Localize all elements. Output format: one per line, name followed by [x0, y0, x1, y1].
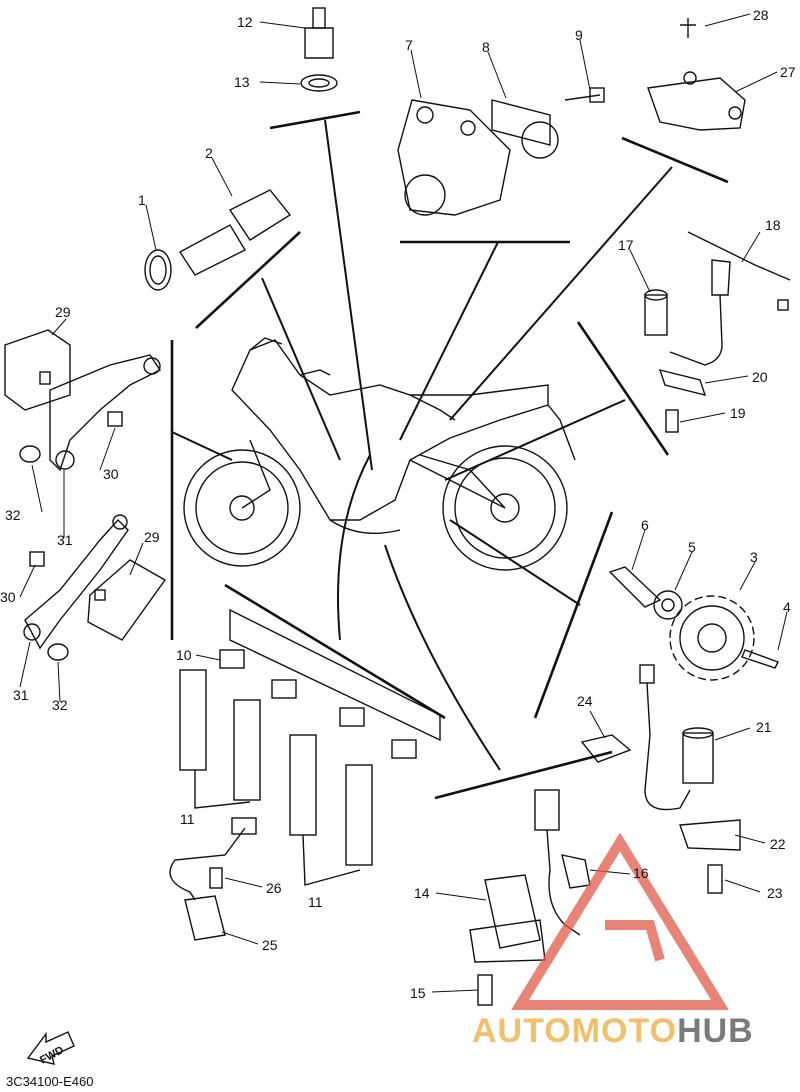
callout-11b: 11	[308, 894, 323, 910]
callout-17: 17	[618, 237, 634, 253]
callout-16: 16	[633, 865, 649, 881]
fwd-arrow-icon	[26, 1031, 75, 1065]
callout-15: 15	[410, 985, 426, 1001]
pressure-switch-part	[300, 7, 338, 92]
watermark-logo	[511, 832, 729, 1010]
sidestand-switch-part	[469, 789, 591, 1006]
neutral-switch-part	[169, 817, 257, 941]
callout-2: 2	[205, 145, 213, 161]
callout-7: 7	[405, 37, 413, 53]
ignition-coils-part	[179, 608, 441, 886]
callout-32a: 32	[5, 507, 21, 523]
callout-26: 26	[266, 880, 282, 896]
callout-10: 10	[176, 647, 192, 663]
callout-20: 20	[752, 369, 768, 385]
callout-28: 28	[753, 7, 769, 23]
callout-9: 9	[575, 27, 583, 43]
callout-4: 4	[783, 599, 791, 615]
callout-1: 1	[138, 192, 146, 208]
callout-19: 19	[730, 405, 746, 421]
callout-18: 18	[765, 217, 781, 233]
callout-11a: 11	[180, 811, 195, 827]
callout-25: 25	[262, 937, 278, 953]
callout-6: 6	[641, 517, 649, 533]
callout-27: 27	[780, 64, 796, 80]
part-code: 3C34100-E460	[6, 1074, 94, 1089]
pickup-rotor-part	[608, 566, 779, 681]
temperature-sensor-part	[144, 189, 292, 291]
watermark-brand: AUTOMOTOHUB	[472, 1012, 754, 1051]
reflector-bracket-lower	[23, 514, 167, 661]
callout-32b: 32	[52, 697, 68, 713]
brand-part-1: AUTOMOTO	[472, 1012, 678, 1050]
callout-31a: 31	[57, 532, 73, 548]
callout-21: 21	[756, 719, 772, 735]
reflector-bracket-upper	[4, 329, 162, 472]
callout-14: 14	[414, 885, 430, 901]
callout-30a: 30	[103, 466, 119, 482]
callout-5: 5	[688, 539, 696, 555]
crank-sensor-part	[580, 664, 741, 894]
callout-24: 24	[577, 693, 593, 709]
callout-3: 3	[750, 549, 758, 565]
callout-31b: 31	[13, 687, 29, 703]
callout-23: 23	[767, 885, 783, 901]
section-dividers	[170, 110, 729, 800]
brand-part-2: HUB	[677, 1012, 754, 1050]
callout-29a: 29	[55, 304, 71, 320]
map-sensor-part	[647, 18, 746, 131]
callout-pointers	[19, 13, 788, 993]
callout-8: 8	[482, 39, 490, 55]
callout-13: 13	[234, 74, 250, 90]
motorcycle-illustration	[183, 337, 576, 571]
callout-30b: 30	[0, 589, 16, 605]
leader-lines	[171, 119, 673, 771]
callout-12: 12	[237, 14, 253, 30]
callout-29b: 29	[144, 529, 160, 545]
speed-sensor-part	[644, 231, 791, 433]
throttle-sensor-part	[397, 87, 605, 216]
callout-22: 22	[770, 836, 786, 852]
